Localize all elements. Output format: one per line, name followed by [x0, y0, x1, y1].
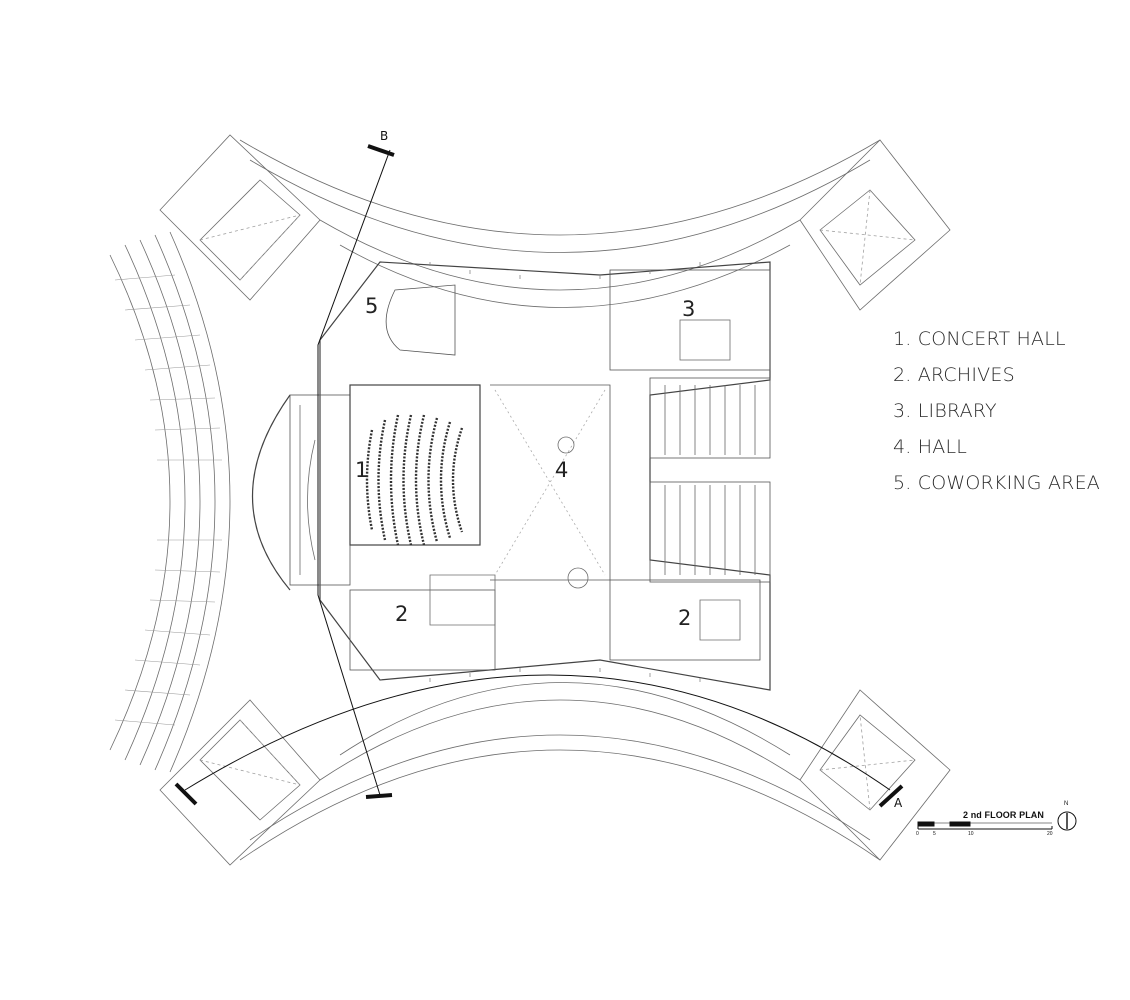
west-facade-outer [109, 254, 171, 751]
scale-tick-10: 10 [968, 831, 974, 837]
label-hall: 4 [555, 458, 569, 482]
south-outer-arc [239, 749, 881, 861]
sw-wing [159, 699, 321, 866]
scale-bar [917, 811, 1077, 831]
nw-wing [159, 134, 321, 301]
plan-title: 2 nd FLOOR PLAN [963, 810, 1044, 820]
scale-tick-0: 0 [916, 831, 919, 837]
north-label: N [1064, 801, 1069, 807]
stage-arc [251, 394, 291, 591]
scale-tick-5: 5 [933, 831, 936, 837]
label-concert-hall: 1 [355, 458, 369, 482]
label-coworking: 5 [365, 294, 379, 318]
hall-outline [490, 384, 611, 581]
east-terrace-north [649, 377, 771, 459]
east-terrace-south [649, 481, 771, 583]
section-b-label: B [380, 129, 389, 143]
scale-tick-20: 20 [1047, 831, 1053, 837]
legend-item-library: 3. LIBRARY [893, 400, 997, 422]
north-arrow [1057, 811, 1077, 831]
se-wing [799, 689, 951, 861]
label-archives-east: 2 [678, 606, 692, 630]
label-library: 3 [682, 297, 696, 321]
section-b-line [317, 149, 391, 796]
legend-item-hall: 4. HALL [893, 436, 968, 458]
stair-north [557, 436, 575, 454]
legend-item-coworking: 5. COWORKING AREA [893, 472, 1100, 494]
section-a-line [184, 674, 891, 791]
auditorium [349, 384, 481, 546]
label-archives-west: 2 [395, 602, 409, 626]
section-a-label: A [894, 796, 903, 810]
legend-item-concert-hall: 1. CONCERT HALL [893, 328, 1066, 350]
legend-item-archives: 2. ARCHIVES [893, 364, 1015, 386]
north-outer-arc [239, 139, 881, 236]
ne-wing [799, 139, 951, 311]
stair-south [567, 567, 589, 589]
legend: 1. CONCERT HALL 2. ARCHIVES 3. LIBRARY 4… [893, 326, 1100, 506]
core-outline [319, 261, 771, 691]
